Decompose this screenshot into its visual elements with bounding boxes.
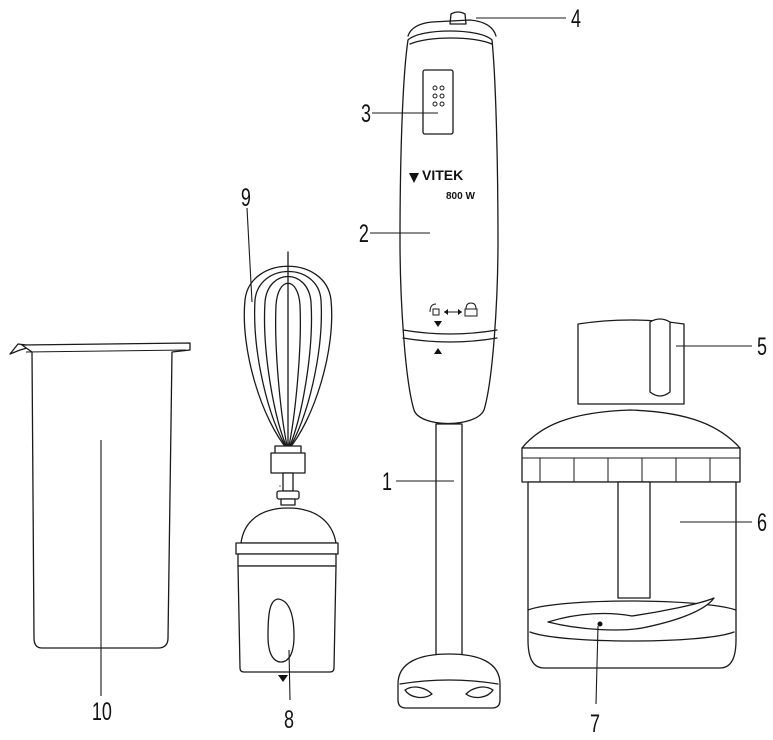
callout-1: 1 <box>382 467 392 496</box>
callout-5: 5 <box>757 332 767 361</box>
whisk-collar <box>270 452 306 474</box>
callout-3: 3 <box>361 99 371 128</box>
callout-10: 10 <box>92 697 112 726</box>
whisk-shaft <box>282 472 294 492</box>
chopper-cap-grip <box>649 318 671 397</box>
callout-8: 8 <box>284 705 294 734</box>
triangle-up-icon <box>434 348 442 354</box>
leader-8 <box>288 649 291 701</box>
gearbox-grip <box>267 598 295 663</box>
gearbox-ring <box>235 542 339 555</box>
leader-lines <box>100 17 752 705</box>
chopper-lid <box>521 409 741 449</box>
motor-unit: VITEK 800 W <box>397 11 501 709</box>
callout-2: 2 <box>359 219 369 248</box>
triangle-down-icon <box>278 675 288 682</box>
blender-foot <box>397 653 501 709</box>
power-rating: 800 W <box>446 191 475 202</box>
speed-switch <box>422 69 454 135</box>
leader-9 <box>246 207 253 303</box>
chopper-spindle <box>617 481 651 599</box>
callout-7: 7 <box>590 709 600 738</box>
callout-9: 9 <box>241 183 251 212</box>
brand-logo-icon <box>409 173 419 183</box>
callout-4: 4 <box>571 4 581 33</box>
brand-name: VITEK <box>422 167 463 183</box>
speed-dots <box>432 85 445 107</box>
callout-6: 6 <box>757 508 767 537</box>
chopper <box>521 318 741 669</box>
whisk-coupler-lower <box>280 498 296 506</box>
beaker <box>9 342 191 649</box>
turbo-button <box>449 11 467 25</box>
lid-ribs <box>522 457 740 482</box>
chopper-lid-rim <box>521 447 741 483</box>
whisk-coupler <box>276 490 300 500</box>
whisk-attachment <box>235 251 339 682</box>
triangle-down-icon <box>434 321 442 327</box>
unlock-arrow-lock-icon <box>429 302 478 317</box>
callouts: 1 2 3 4 5 6 7 8 9 10 <box>92 4 767 738</box>
leader-7 <box>595 625 599 705</box>
blender-shaft <box>435 423 463 665</box>
gearbox-dome <box>240 507 337 544</box>
chopper-blade <box>547 597 715 631</box>
whisk-wires <box>243 251 333 451</box>
